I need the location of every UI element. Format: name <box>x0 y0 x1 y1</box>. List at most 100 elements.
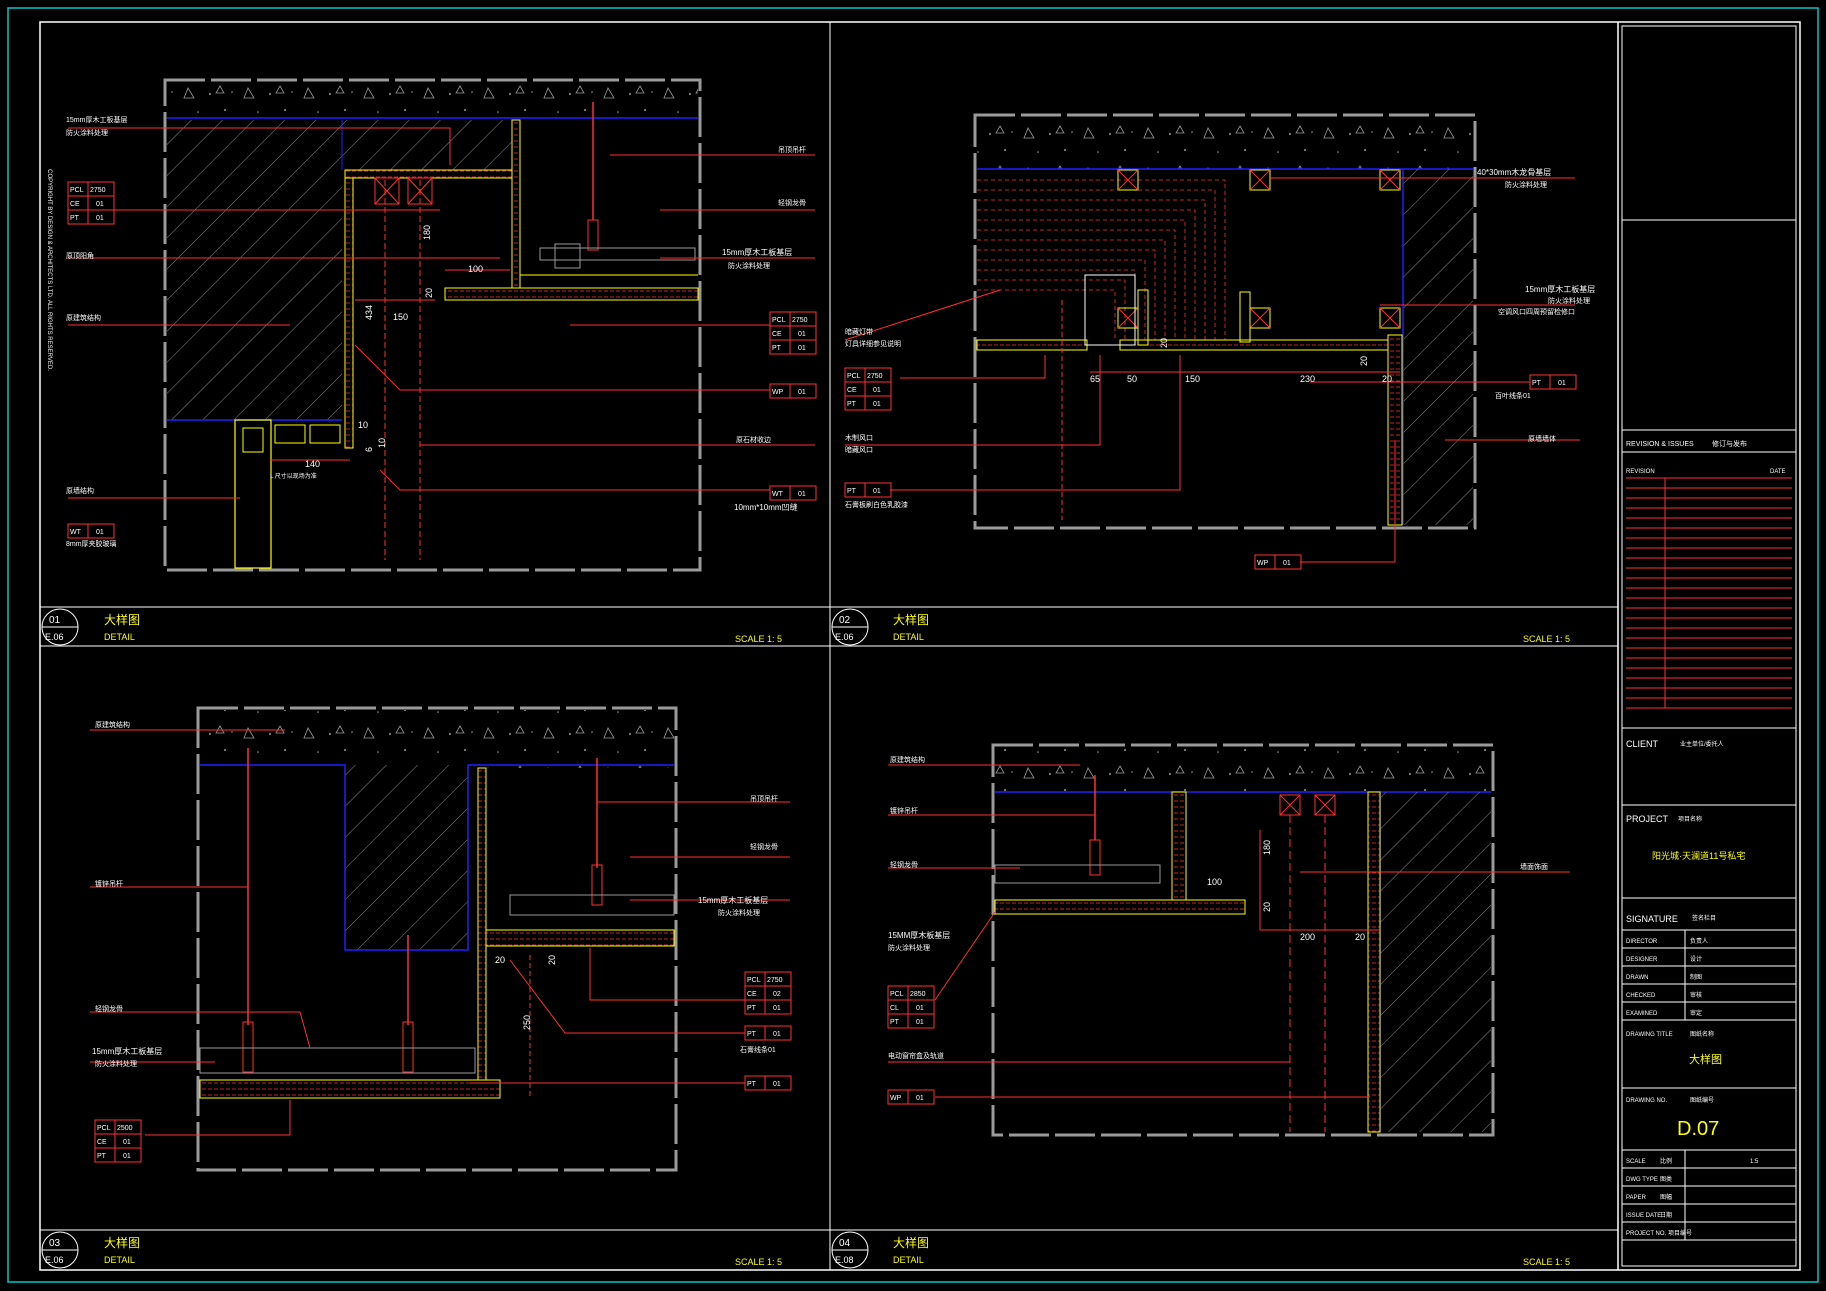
finish-tag: PT 01 <box>744 1075 792 1091</box>
svg-text:防火涂料处理: 防火涂料处理 <box>718 908 760 917</box>
svg-text:防火涂料处理: 防火涂料处理 <box>728 261 770 270</box>
svg-text:01: 01 <box>773 1031 781 1038</box>
svg-text:180: 180 <box>1262 840 1272 855</box>
svg-text:图纸编号: 图纸编号 <box>1690 1096 1714 1104</box>
svg-text:2750: 2750 <box>767 977 783 984</box>
svg-text:CE: CE <box>70 201 80 208</box>
svg-text:01: 01 <box>123 1153 131 1160</box>
svg-text:DATE: DATE <box>1770 469 1786 475</box>
svg-text:防火涂料处理: 防火涂料处理 <box>888 943 930 952</box>
svg-text:SCALE 1: 5: SCALE 1: 5 <box>735 634 782 644</box>
svg-text:SIGNATURE: SIGNATURE <box>1626 914 1678 924</box>
svg-text:40*30mm木龙骨基层: 40*30mm木龙骨基层 <box>1477 167 1551 177</box>
project-label: PROJECT <box>1626 814 1669 824</box>
svg-text:CE: CE <box>97 1139 107 1146</box>
svg-text:WT: WT <box>70 529 82 536</box>
svg-text:150: 150 <box>393 312 408 322</box>
svg-text:8mm厚夹胶玻璃: 8mm厚夹胶玻璃 <box>66 539 117 548</box>
svg-text:E.06: E.06 <box>45 1255 64 1265</box>
svg-text:150: 150 <box>1185 374 1200 384</box>
svg-text:01: 01 <box>1558 380 1566 387</box>
svg-text:DETAIL: DETAIL <box>893 632 924 642</box>
drawing-number: D.07 <box>1677 1118 1719 1140</box>
svg-text:SCALE 1: 5: SCALE 1: 5 <box>1523 634 1570 644</box>
svg-text:REVISION & ISSUES: REVISION & ISSUES <box>1626 441 1694 448</box>
svg-text:防火涂料处理: 防火涂料处理 <box>1548 296 1590 305</box>
svg-text:PT: PT <box>847 401 857 408</box>
svg-text:6: 6 <box>364 447 374 452</box>
svg-text:03: 03 <box>49 1238 61 1249</box>
svg-text:PT: PT <box>747 1081 757 1088</box>
panel-01-drawing <box>68 78 815 572</box>
svg-text:02: 02 <box>773 991 781 998</box>
svg-text:原建筑结构: 原建筑结构 <box>95 720 130 729</box>
svg-text:SCALE 1: 5: SCALE 1: 5 <box>735 1257 782 1267</box>
panel-02-drawing <box>844 113 1580 563</box>
svg-text:2850: 2850 <box>910 991 926 998</box>
svg-text:20: 20 <box>1359 356 1369 366</box>
svg-text:图幅: 图幅 <box>1660 1193 1672 1201</box>
panel-02-dims: 65 50 150 230 20 20 20 <box>1090 338 1392 384</box>
svg-text:2750: 2750 <box>792 317 808 324</box>
svg-text:PT: PT <box>70 215 80 222</box>
svg-text:防火涂料处理: 防火涂料处理 <box>95 1059 137 1068</box>
svg-text:吊顶吊杆: 吊顶吊杆 <box>778 145 806 154</box>
svg-text:01: 01 <box>773 1005 781 1012</box>
panel-03-drawing <box>90 706 790 1172</box>
svg-text:L 尺寸以现场为准: L 尺寸以现场为准 <box>270 472 317 480</box>
svg-text:01: 01 <box>873 401 881 408</box>
svg-text:PT: PT <box>747 1005 757 1012</box>
revision-section: REVISION & ISSUES 修订与发布 REVISION DATE <box>1622 439 1796 709</box>
svg-text:PT: PT <box>97 1153 107 1160</box>
svg-text:20: 20 <box>547 955 557 965</box>
svg-text:PAPER: PAPER <box>1626 1195 1647 1201</box>
svg-text:图纸名称: 图纸名称 <box>1690 1030 1714 1038</box>
svg-text:DRAWING TITLE: DRAWING TITLE <box>1626 1032 1673 1038</box>
panel-03-labels: 原建筑结构 吊顶吊杆 轻钢龙骨 镀锌吊杆 轻钢龙骨 15mm厚木工板基层 防火涂… <box>92 720 778 1068</box>
svg-text:50: 50 <box>1127 374 1137 384</box>
svg-text:20: 20 <box>1355 932 1365 942</box>
svg-text:04: 04 <box>839 1238 851 1249</box>
svg-text:01: 01 <box>773 1081 781 1088</box>
svg-text:15mm厚木工板基层: 15mm厚木工板基层 <box>92 1046 162 1056</box>
svg-text:CE: CE <box>772 331 782 338</box>
svg-text:DRAWING NO.: DRAWING NO. <box>1626 1098 1667 1104</box>
svg-text:100: 100 <box>1207 877 1222 887</box>
svg-text:防火涂料处理: 防火涂料处理 <box>66 128 108 137</box>
svg-text:2500: 2500 <box>117 1125 133 1132</box>
svg-text:电动窗帘盒及轨道: 电动窗帘盒及轨道 <box>888 1051 944 1060</box>
svg-text:设计: 设计 <box>1690 955 1702 963</box>
svg-text:180: 180 <box>422 225 432 240</box>
svg-text:镀锌吊杆: 镀锌吊杆 <box>95 879 123 888</box>
svg-text:PROJECT NO.: PROJECT NO. <box>1626 1231 1667 1237</box>
svg-text:E.06: E.06 <box>45 632 64 642</box>
svg-text:15MM厚木板基层: 15MM厚木板基层 <box>888 930 950 940</box>
svg-text:20: 20 <box>1262 902 1272 912</box>
svg-text:PT: PT <box>772 345 782 352</box>
svg-text:CL: CL <box>890 1005 899 1012</box>
svg-text:业主单位/委托人: 业主单位/委托人 <box>1680 740 1724 748</box>
svg-text:01: 01 <box>873 488 881 495</box>
svg-text:15mm厚木工板基层: 15mm厚木工板基层 <box>1525 284 1595 294</box>
svg-text:01: 01 <box>1283 560 1291 567</box>
svg-text:02: 02 <box>839 615 851 626</box>
svg-text:暗藏风口: 暗藏风口 <box>845 445 873 454</box>
drawing-title-value: 大样图 <box>1689 1052 1722 1066</box>
svg-text:DESIGNER: DESIGNER <box>1626 957 1658 963</box>
svg-text:WP: WP <box>772 389 784 396</box>
svg-text:轻钢龙骨: 轻钢龙骨 <box>778 198 806 207</box>
outer-border <box>7 7 1819 1283</box>
client-label: CLIENT <box>1626 739 1659 749</box>
svg-text:木制风口: 木制风口 <box>845 433 873 442</box>
svg-text:EXAMINED: EXAMINED <box>1626 1011 1658 1017</box>
svg-text:防火涂料处理: 防火涂料处理 <box>1505 180 1547 189</box>
svg-text:DRAWN: DRAWN <box>1626 975 1648 981</box>
